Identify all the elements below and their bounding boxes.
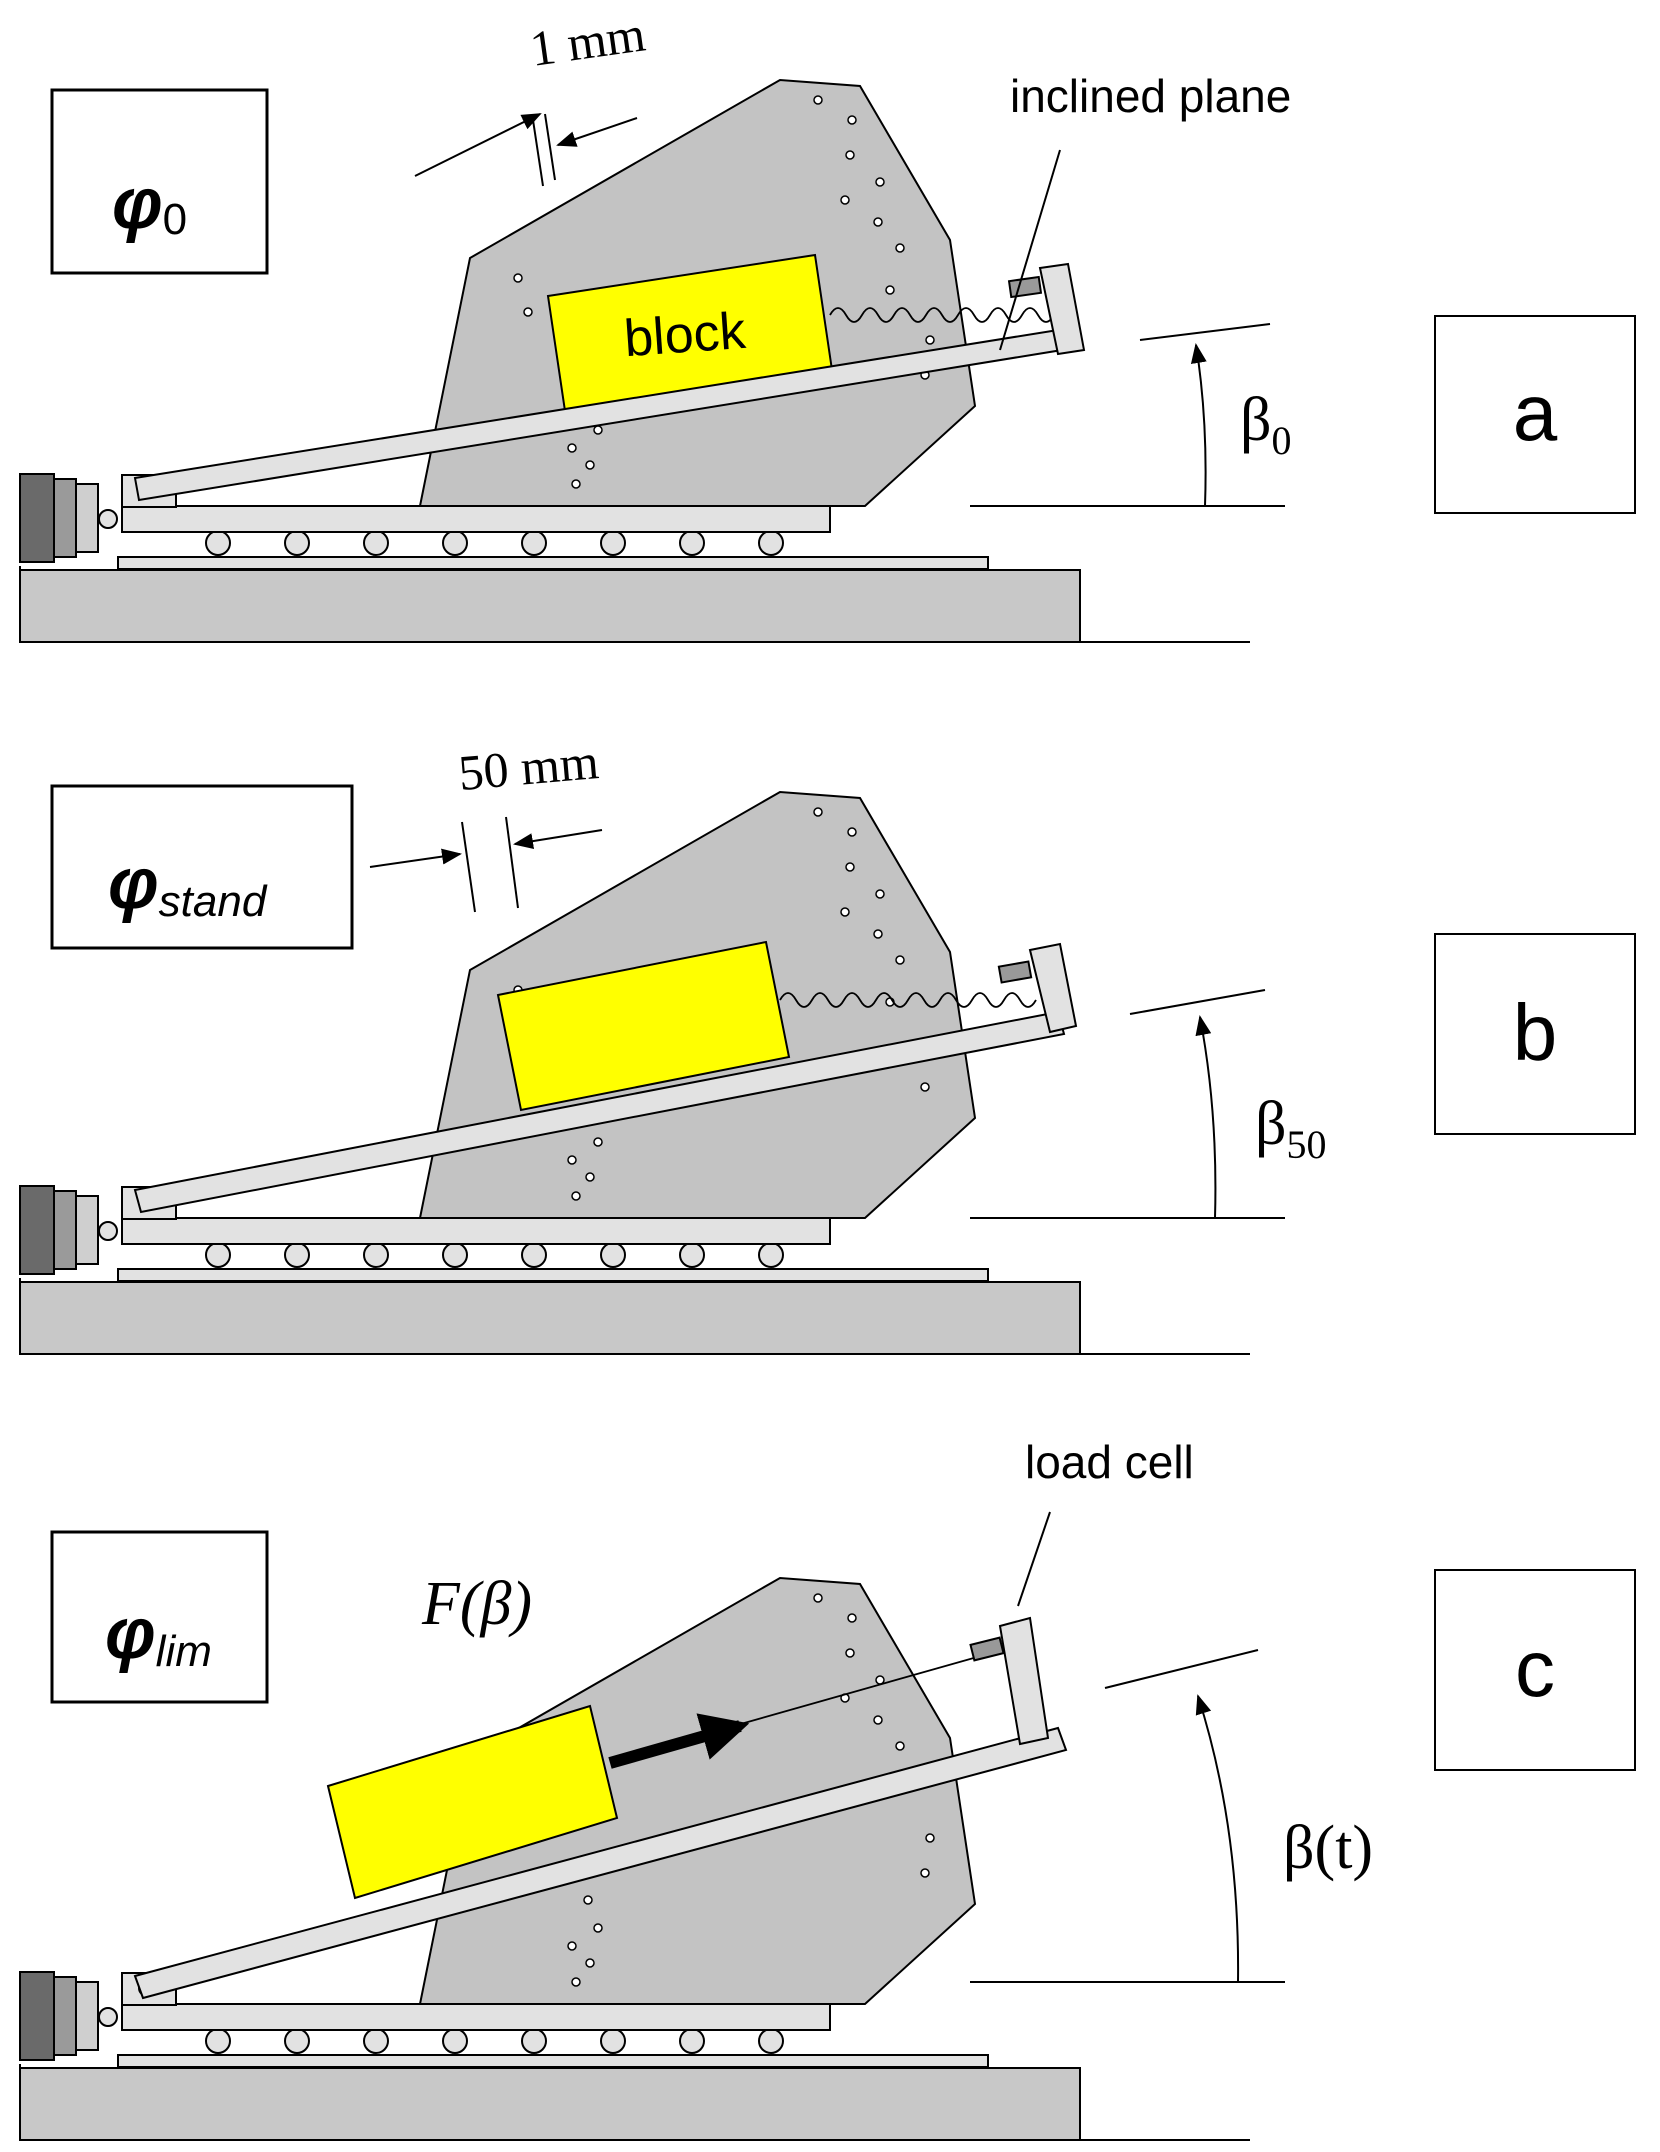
- angle-indicator-a: [970, 323, 1285, 507]
- angle-indicator-b: [970, 989, 1285, 1219]
- inclined-plane-bar-b: [133, 1010, 1066, 1214]
- beta-label-a: β0: [1240, 386, 1292, 463]
- load-cell-b: [997, 960, 1033, 984]
- spring-a: [829, 307, 1055, 323]
- gap-label-b: 50 mm: [456, 733, 601, 801]
- force-label-c: F(β): [421, 1570, 532, 1638]
- load-cell-leader: [1017, 1511, 1051, 1607]
- block-b: [496, 940, 791, 1112]
- angle-indicator-c: [970, 1649, 1285, 1983]
- block-c: [326, 1704, 619, 1900]
- load-cell-label: load cell: [1025, 1436, 1194, 1488]
- inclined-plane-bar-c: [133, 1726, 1068, 2000]
- gap-dimension-b: [369, 816, 603, 913]
- load-cell-bracket-b: [1028, 942, 1078, 1034]
- beta-label-c: β(t): [1283, 1814, 1373, 1882]
- force-arrow-c: [608, 1713, 750, 1769]
- phi-box-a: [50, 88, 269, 275]
- panel-label-box-c: [1434, 1569, 1636, 1771]
- gap-dimension-a: [414, 113, 638, 187]
- phi-label-c: φlim: [105, 1594, 212, 1676]
- panel-label-b: b: [1513, 988, 1558, 1077]
- load-cell-bracket-a: [1038, 262, 1086, 356]
- block-label: block: [622, 302, 748, 368]
- inclined-plane-label: inclined plane: [1010, 70, 1291, 122]
- load-cell-bracket-c: [998, 1616, 1050, 1746]
- panel-label-box-a: [1434, 315, 1636, 514]
- panel-label-box-b: [1434, 933, 1636, 1135]
- phi-label-b: φstand: [108, 844, 268, 926]
- load-cell-c: [969, 1636, 1005, 1662]
- phi-box-c: [50, 1530, 269, 1704]
- gap-label-a: 1 mm: [527, 5, 649, 77]
- panel-label-c: c: [1515, 1624, 1555, 1713]
- inclined-plane-leader: [999, 149, 1061, 351]
- beta-label-b: β50: [1255, 1090, 1327, 1167]
- panel-a: 1 mm block inclined plane β0 φ0 a: [19, 5, 1636, 643]
- spring-b: [779, 992, 1037, 1008]
- panel-label-a: a: [1513, 368, 1558, 457]
- phi-label-a: φ0: [112, 164, 187, 244]
- load-cell-a: [1007, 275, 1043, 299]
- panel-c: F(β) load cell β(t) φlim c: [19, 1436, 1636, 2141]
- panel-b: 50 mm β50 φstand b: [19, 733, 1636, 1355]
- phi-box-b: [50, 784, 354, 950]
